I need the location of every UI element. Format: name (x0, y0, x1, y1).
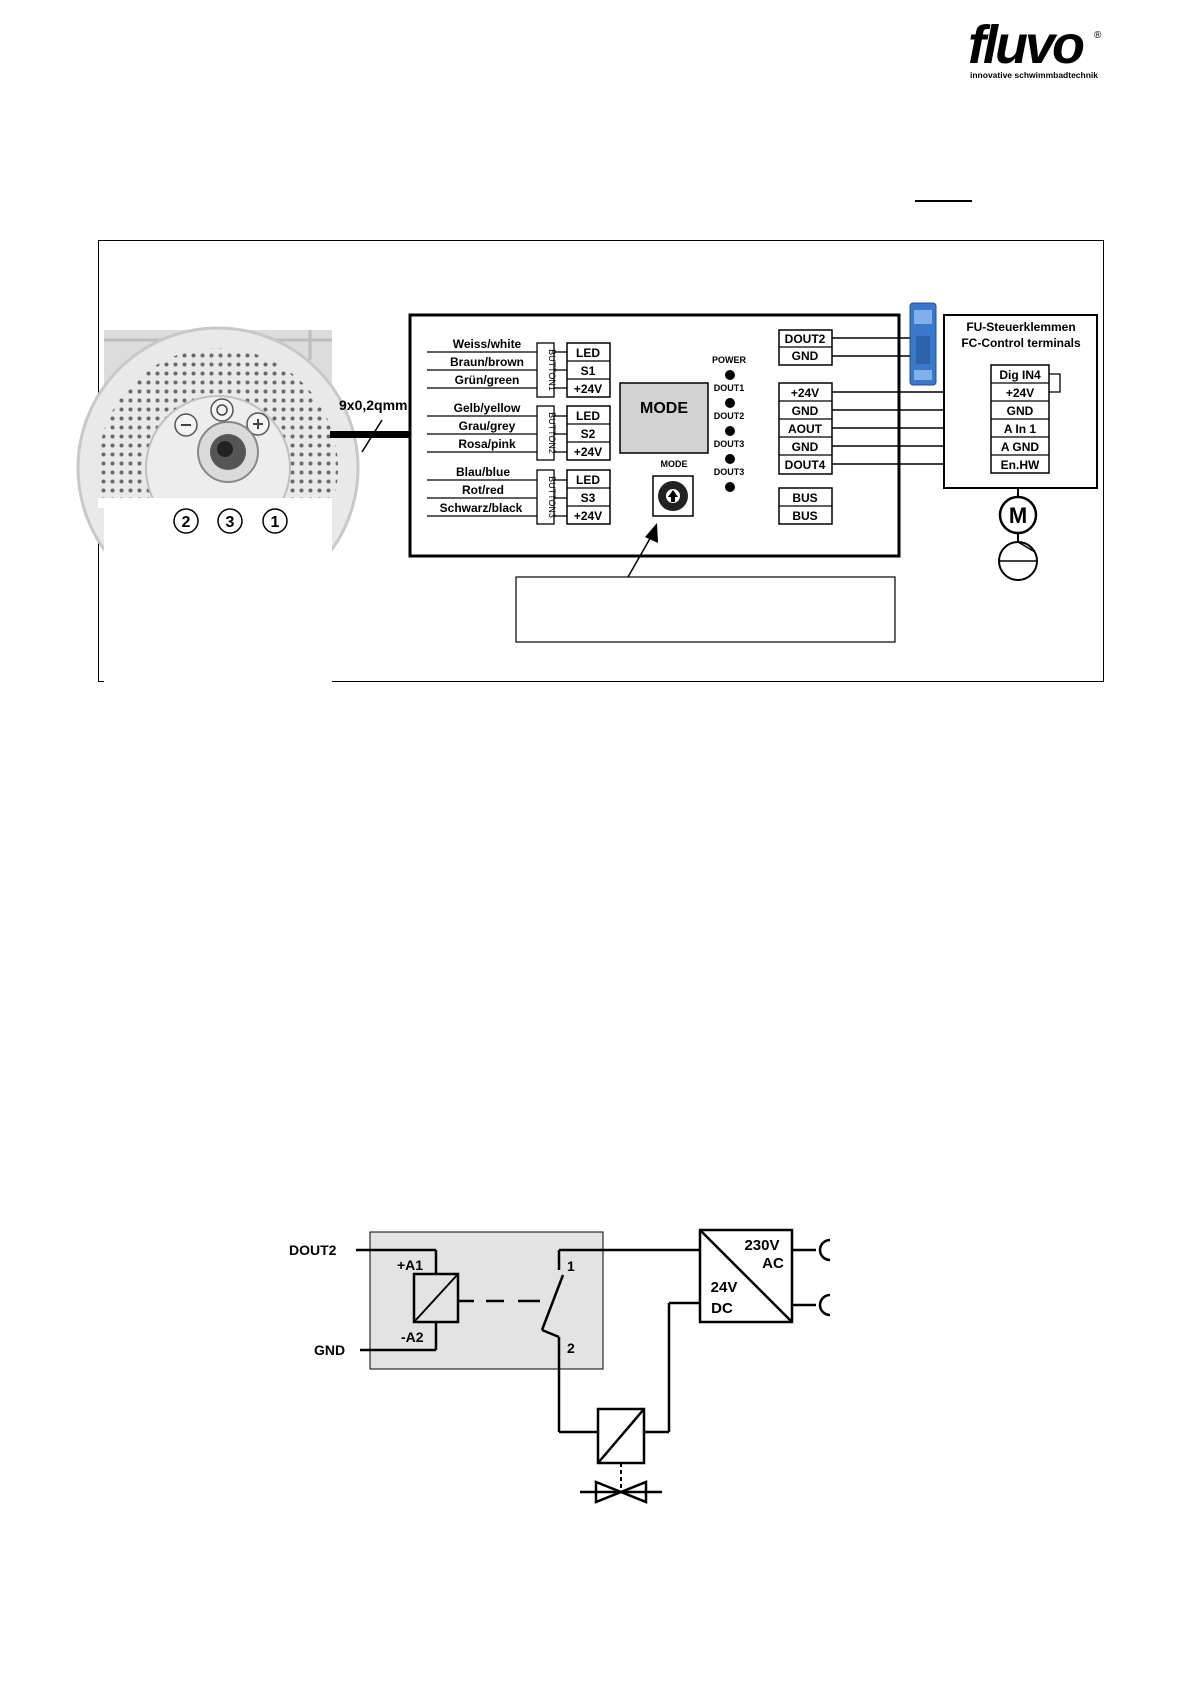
fc-title-en: FC-Control terminals (961, 336, 1081, 350)
fluvo-logo: fluvo ® innovative schwimmbadtechnik (966, 15, 1106, 84)
led-label-dout3: DOUT3 (714, 439, 745, 449)
svg-text:M: M (1009, 503, 1027, 528)
led-indicator (725, 426, 735, 436)
button-number: 1 (271, 514, 280, 531)
terminal-label: S1 (581, 364, 596, 378)
button-panel-picture (76, 326, 360, 698)
button-number: 3 (226, 514, 235, 531)
right-terminals-top: DOUT2 GND (778, 329, 833, 366)
button-group-label: BUTTON3 (547, 476, 557, 518)
terminal-label: S2 (581, 427, 596, 441)
mode-box-label: MODE (640, 400, 688, 417)
din-relay-icon (909, 302, 937, 386)
psu-ac-voltage: 230V (744, 1237, 779, 1254)
wire-label: Grün/green (455, 373, 520, 387)
logo-registered-mark: ® (1094, 30, 1102, 41)
cable: 9x0,2qmm (330, 397, 410, 453)
psu-dc-voltage: 24V (711, 1279, 738, 1296)
terminal-label: S3 (581, 491, 596, 505)
button-group-2: BUTTON2 LED S2 +24V (536, 405, 611, 461)
fc-control-box: FU-Steuerklemmen FC-Control terminals Di… (943, 314, 1098, 489)
circle-button-icon (210, 398, 234, 422)
valve-icon (580, 1463, 662, 1504)
led-indicator (725, 370, 735, 380)
led-indicator (725, 398, 735, 408)
coil-label-a1: +A1 (397, 1257, 423, 1273)
right-terminals-main: +24V GND AOUT GND DOUT4 (778, 382, 833, 475)
led-label-dout3b: DOUT3 (714, 467, 745, 477)
underline-mark (915, 200, 972, 202)
button-group-label: BUTTON1 (547, 349, 557, 391)
button-group-label: BUTTON2 (547, 412, 557, 454)
mode-callout (515, 523, 896, 643)
led-label-power: POWER (712, 355, 747, 365)
ac-terminal-icons (792, 1238, 831, 1317)
terminal-label: LED (576, 346, 600, 360)
fc-terminal-label: +24V (1006, 386, 1034, 400)
led-indicator (725, 482, 735, 492)
relay-contact-icon (540, 1248, 700, 1432)
wire-label: Rosa/pink (458, 437, 516, 451)
controller-box: Weiss/white Braun/brown Grün/green Gelb/… (408, 313, 901, 558)
terminal-label: BUS (792, 491, 817, 505)
logo-wordmark: fluvo (968, 15, 1085, 75)
fc-terminal-label: GND (1007, 404, 1034, 418)
contact-label-2: 2 (567, 1340, 575, 1356)
terminal-label: BUS (792, 509, 817, 523)
fc-terminal-label: A In 1 (1004, 422, 1037, 436)
led-label-dout1: DOUT1 (714, 383, 745, 393)
terminal-label: DOUT2 (785, 332, 826, 346)
terminal-label: +24V (574, 445, 602, 459)
wire-label: Grau/grey (459, 419, 516, 433)
power-supply-icon (698, 1228, 794, 1324)
relay-schematic: DOUT2 GND +A1 -A2 1 2 (289, 1228, 831, 1504)
wire-label: Gelb/yellow (454, 401, 521, 415)
terminal-label: LED (576, 473, 600, 487)
psu-dc-label: DC (711, 1300, 733, 1317)
fc-terminal-label: Dig IN4 (999, 368, 1041, 382)
terminal-label: DOUT4 (785, 458, 826, 472)
led-indicator (725, 454, 735, 464)
terminal-label: +24V (791, 386, 819, 400)
fc-title-de: FU-Steuerklemmen (966, 320, 1075, 334)
terminal-label: +24V (574, 382, 602, 396)
button-group-1: BUTTON1 LED S1 +24V (536, 342, 611, 398)
led-label-dout2: DOUT2 (714, 411, 745, 421)
bus-terminals: BUS BUS (778, 487, 833, 525)
button-number: 2 (182, 514, 191, 531)
input-label-dout2: DOUT2 (289, 1242, 337, 1258)
terminal-label: +24V (574, 509, 602, 523)
terminal-label: GND (792, 440, 819, 454)
wire-label: Rot/red (462, 483, 504, 497)
wire-label: Blau/blue (456, 465, 510, 479)
coil-label-a2: -A2 (401, 1329, 424, 1345)
terminal-label: LED (576, 409, 600, 423)
terminal-label: GND (792, 349, 819, 363)
logo-tagline: innovative schwimmbadtechnik (970, 70, 1099, 80)
button-numbers: 2 3 1 (173, 508, 288, 534)
pump-icon (998, 541, 1038, 581)
terminal-label: AOUT (788, 422, 823, 436)
contact-label-1: 1 (567, 1258, 575, 1274)
wire-label: Schwarz/black (440, 501, 523, 515)
motor-icon: M (998, 488, 1038, 542)
psu-ac-label: AC (762, 1255, 784, 1272)
fc-terminal-label: A GND (1001, 440, 1040, 454)
mode-switch-label: MODE (661, 459, 688, 469)
input-label-gnd: GND (314, 1342, 345, 1358)
wire-label: Braun/brown (450, 355, 524, 369)
mode-box (619, 382, 709, 454)
button-group-3: BUTTON3 LED S3 +24V (536, 469, 611, 525)
mode-rotary-switch (652, 475, 694, 517)
terminal-label: GND (792, 404, 819, 418)
wire-label: Weiss/white (453, 337, 522, 351)
cable-label: 9x0,2qmm (339, 397, 407, 413)
arrow-icon (645, 523, 658, 543)
fc-terminal-label: En.HW (1001, 458, 1040, 472)
